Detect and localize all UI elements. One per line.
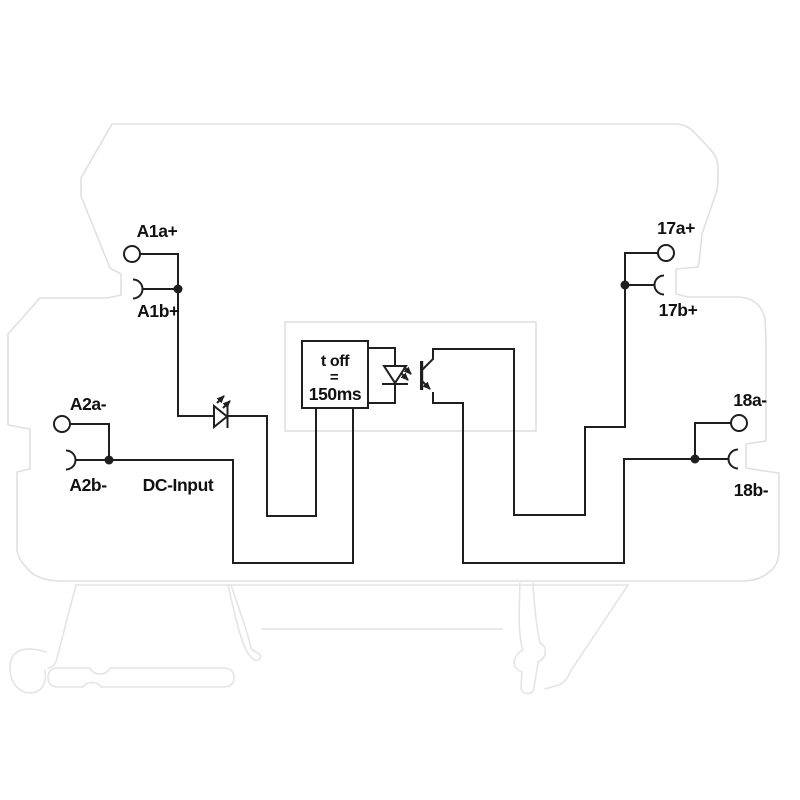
foot-bottom-bar xyxy=(47,667,235,688)
label-17a: 17a+ xyxy=(657,218,695,238)
wire-optoled-return xyxy=(368,384,396,404)
optocoupler-phototransistor-icon xyxy=(420,361,431,390)
wire-timerbox-to-optoled-top xyxy=(368,347,396,366)
opto-led-emission-arrow-2 xyxy=(400,372,409,381)
terminal-socket-18b xyxy=(727,448,739,470)
terminal-socket-a1b xyxy=(132,278,144,300)
label-18a: 18a- xyxy=(733,390,767,410)
terminal-symbols xyxy=(53,244,748,471)
input-led-emission-arrow-2 xyxy=(222,400,231,409)
input-led-emission-arrow-1 xyxy=(216,395,225,404)
circuit-wires xyxy=(70,252,731,564)
wire-collector-to-17 xyxy=(421,285,626,516)
wire-a1a-to-junction xyxy=(140,253,179,289)
label-a2a: A2a- xyxy=(70,394,107,414)
foot-left-slant xyxy=(47,584,77,669)
wire-emitter-to-18 xyxy=(432,392,695,564)
junction-18 xyxy=(690,454,700,464)
foot-right-clamp xyxy=(513,582,547,695)
phototransistor-base-bar xyxy=(420,361,424,390)
junction-a1 xyxy=(173,284,183,294)
din-rail-foot-outline xyxy=(9,582,629,695)
module-housing-outline xyxy=(7,123,780,582)
foot-right-slant xyxy=(544,584,629,690)
label-17b: 17b+ xyxy=(659,300,698,320)
phototransistor-emitter-arrow xyxy=(421,380,431,390)
terminal-circle-a2a xyxy=(53,415,71,433)
timer-function-box: t off = 150ms xyxy=(301,340,369,409)
opto-led-triangle xyxy=(382,365,408,385)
wire-a1-to-led xyxy=(177,289,214,417)
input-led-triangle xyxy=(213,403,229,430)
label-dc-input: DC-Input xyxy=(143,475,214,495)
wire-a2-to-timerbox xyxy=(109,409,354,564)
foot-mid-hook xyxy=(227,584,262,662)
wire-junction-to-18a xyxy=(694,422,731,459)
input-led-icon xyxy=(213,395,231,430)
terminal-circle-17a xyxy=(657,244,675,262)
wire-a2a-to-junction xyxy=(70,423,110,460)
wire-led-to-timerbox xyxy=(228,409,317,517)
electronics-block-outline xyxy=(284,321,537,432)
terminal-socket-17b xyxy=(653,274,665,296)
opto-led-emission-arrow-1 xyxy=(403,366,412,375)
label-a1a: A1a+ xyxy=(137,221,178,241)
label-a2b: A2b- xyxy=(69,475,107,495)
terminal-circle-a1a xyxy=(123,245,141,263)
label-18b: 18b- xyxy=(734,480,769,500)
terminal-labels: A1a+ A1b+ A2a- A2b- 17a+ 17b+ 18a- 18b- … xyxy=(69,218,769,500)
wire-junction-to-17a xyxy=(624,252,658,285)
junction-dots xyxy=(104,280,700,465)
optocoupler-led-icon xyxy=(382,365,412,385)
timer-box-line2: 150ms xyxy=(309,384,362,404)
junction-a2 xyxy=(104,455,114,465)
timer-box-frame xyxy=(301,340,369,409)
timer-box-equals: = xyxy=(330,369,339,386)
terminal-circle-18a xyxy=(730,414,748,432)
terminal-socket-a2b xyxy=(65,449,77,471)
junction-17 xyxy=(620,280,630,290)
housing-body-outline xyxy=(7,123,780,582)
timer-box-line1: t off xyxy=(321,353,350,370)
label-a1b: A1b+ xyxy=(137,301,179,321)
foot-left-hook xyxy=(9,648,47,694)
